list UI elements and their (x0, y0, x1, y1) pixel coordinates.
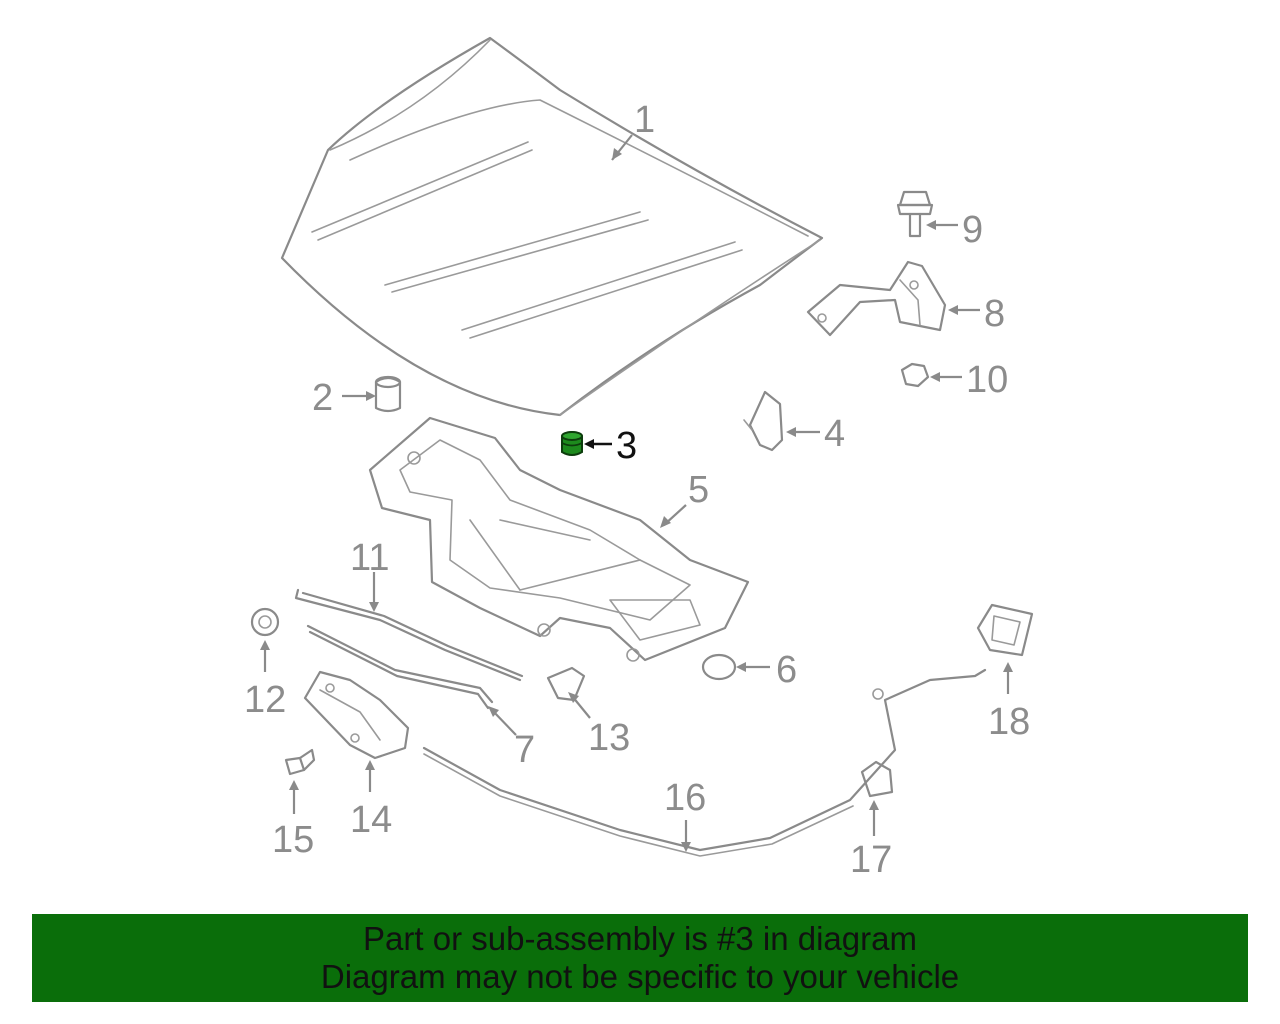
callout-18: 18 (988, 701, 1030, 743)
callout-3: 3 (616, 425, 637, 467)
callout-7: 7 (514, 729, 535, 771)
part-13-bracket (546, 666, 586, 702)
callout-5: 5 (688, 469, 709, 511)
part-4-bracket (743, 390, 784, 452)
part-14-latch (303, 670, 410, 760)
callout-15: 15 (272, 819, 314, 861)
callout-12: 12 (244, 679, 286, 721)
callout-16: 16 (664, 777, 706, 819)
part-12-clip (250, 607, 280, 637)
callout-9: 9 (962, 209, 983, 251)
info-banner: Part or sub-assembly is #3 in diagram Di… (32, 914, 1248, 1002)
part-15-bolt (284, 748, 316, 776)
banner-line-part: Part or sub-assembly is #3 in diagram (363, 920, 917, 957)
part-6-grommet (701, 653, 737, 681)
part-10-nut (900, 362, 930, 388)
callout-10: 10 (966, 359, 1008, 401)
part-7-rod (306, 624, 494, 710)
callout-4: 4 (824, 413, 845, 455)
part-1-hood (280, 36, 824, 417)
part-11-support-rod (294, 588, 524, 682)
leader-lines (260, 134, 1013, 852)
part-17-handle (860, 760, 894, 798)
callout-13: 13 (588, 717, 630, 759)
callout-11: 11 (350, 537, 389, 579)
part-2-bumper (374, 375, 402, 413)
part-9-bolt (896, 190, 934, 238)
callout-labels: 1 2 3 4 5 6 7 8 9 10 11 12 13 14 15 16 1… (244, 99, 1030, 881)
callout-8: 8 (984, 293, 1005, 335)
callout-17: 17 (850, 839, 892, 881)
part-18-lever (976, 603, 1034, 657)
callout-6: 6 (776, 649, 797, 691)
banner-line-disclaimer: Diagram may not be specific to your vehi… (320, 958, 960, 995)
part-16-release-cable (422, 668, 987, 857)
part-8-hinge (806, 260, 947, 337)
callout-2: 2 (312, 377, 333, 419)
callout-14: 14 (350, 799, 392, 841)
part-5-insulator (368, 416, 750, 662)
part-3-bumper-highlighted (561, 431, 583, 456)
callout-1: 1 (634, 99, 655, 141)
